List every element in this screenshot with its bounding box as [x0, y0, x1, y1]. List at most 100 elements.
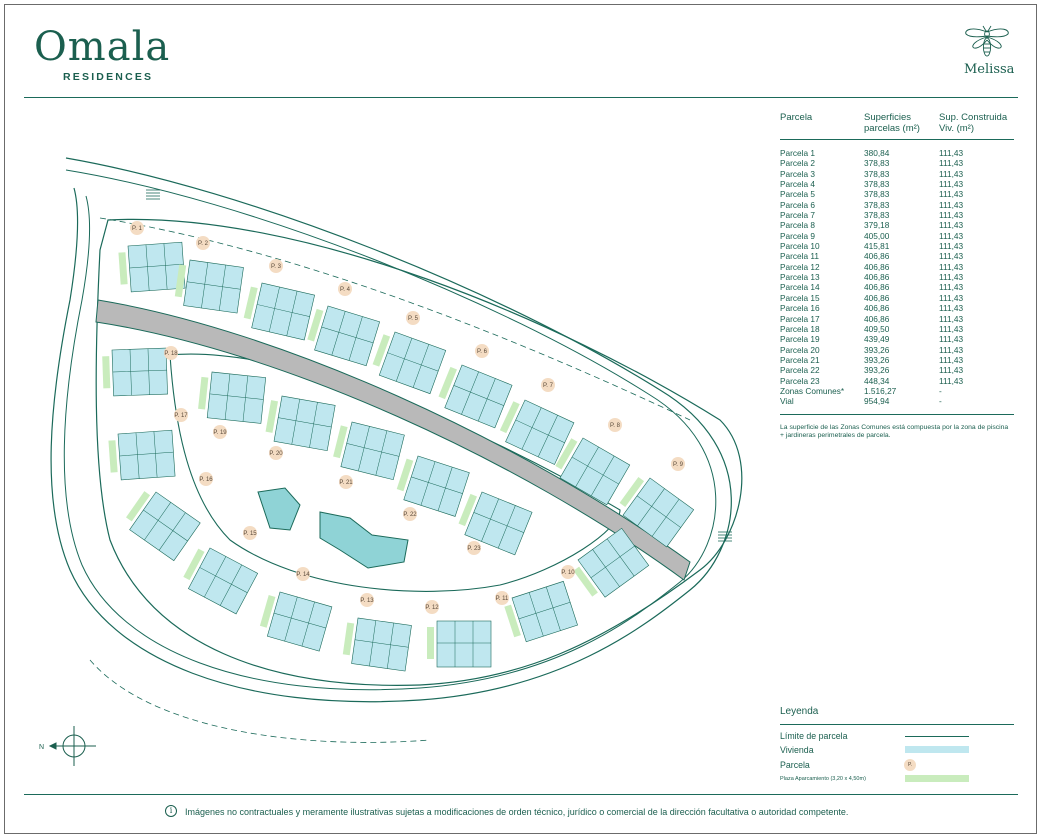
table-cell: Parcela 4: [780, 179, 816, 190]
table-cell: Parcela 6: [780, 199, 816, 210]
table-cell: Parcela 14: [780, 282, 820, 293]
disclaimer: Imágenes no contractuales y meramente il…: [185, 807, 849, 817]
brand-subtitle: RESIDENCES: [63, 71, 154, 83]
house-walls: [590, 538, 635, 587]
parcel-badge: [406, 311, 420, 325]
table-cell: -: [939, 385, 942, 396]
house-footprint: [378, 331, 447, 395]
parcel-badge: [269, 446, 283, 460]
house-walls: [256, 286, 310, 336]
central-road: [95, 299, 691, 581]
header: Omala RESIDENCES Melissa: [0, 0, 1042, 98]
table-cell: 111,43: [939, 210, 964, 221]
table-cell: 378,83: [864, 158, 890, 169]
parcel-label: P. 23: [467, 546, 481, 552]
parcel-label: P. 22: [403, 512, 417, 518]
house-footprint: [187, 547, 259, 615]
info-icon: i: [165, 805, 177, 817]
house-footprint: [351, 617, 412, 672]
house-block: [458, 491, 533, 556]
house-block: [427, 620, 492, 668]
table-cell: 439,49: [864, 334, 890, 345]
house-block: [102, 347, 168, 397]
house-footprint: [183, 259, 244, 314]
house-walls: [209, 373, 264, 422]
house-block: [243, 282, 315, 341]
parcel-label: P. 9: [673, 462, 684, 468]
table-cell: 406,86: [864, 282, 890, 293]
table-cell: 406,86: [864, 261, 890, 272]
house-block: [198, 371, 267, 424]
table-cell: 111,43: [939, 303, 964, 314]
parking-space: [372, 334, 391, 367]
header-divider: [24, 97, 1018, 98]
house-walls: [354, 620, 409, 669]
house-block: [372, 331, 447, 395]
house-block: [396, 455, 470, 517]
parcel-label: P. 10: [561, 570, 575, 576]
parking-space: [118, 252, 128, 285]
page-frame: [4, 4, 1037, 834]
parcel-badge: [467, 541, 481, 555]
house-block: [342, 617, 412, 672]
house-walls: [518, 586, 571, 637]
table-header-parcela: Parcela: [780, 112, 813, 123]
table-cell: Parcela 21: [780, 354, 820, 365]
parking-space: [243, 286, 258, 320]
table-bottom-rule: [780, 414, 1014, 415]
table-cell: 111,43: [939, 220, 964, 231]
table-cell: Parcela 23: [780, 375, 820, 386]
house-footprint: [273, 395, 336, 452]
parking-space: [259, 595, 276, 628]
table-note: La superficie de las Zonas Comunes está …: [780, 424, 1009, 439]
parcel-badge: [425, 600, 439, 614]
table-cell: Parcela 7: [780, 210, 816, 221]
house-footprint: [505, 399, 575, 465]
parcel-label: P. 16: [199, 477, 213, 483]
parcel-label: P. 14: [296, 572, 310, 578]
house-walls: [636, 488, 681, 537]
parcel-label: P. 20: [269, 451, 283, 457]
parcel-badge: [174, 408, 188, 422]
parcel-badge: [608, 418, 622, 432]
table-cell: 111,43: [939, 375, 964, 386]
legend-house-swatch: [905, 746, 969, 753]
table-cell: 111,43: [939, 199, 964, 210]
table-cell: Parcela 9: [780, 230, 816, 241]
road-dashes: [99, 217, 691, 421]
parcel-label: P. 5: [408, 316, 419, 322]
house-footprint: [511, 580, 578, 643]
parking-space: [108, 440, 118, 473]
parcel-badge: [360, 593, 374, 607]
parcel-label: P. 8: [610, 423, 621, 429]
parcel-label: P. 2: [198, 241, 209, 247]
parking-space: [427, 627, 434, 659]
table-cell: 406,86: [864, 292, 890, 303]
table-cell: 406,86: [864, 272, 890, 283]
parcel-badge: [164, 346, 178, 360]
house-footprint: [559, 437, 631, 506]
table-cell: 111,43: [939, 272, 964, 283]
parking-space: [333, 425, 348, 459]
house-block: [108, 429, 176, 481]
table-cell: 111,43: [939, 313, 964, 324]
house-walls: [112, 348, 167, 396]
parking-space: [183, 548, 205, 581]
parcel-label: P. 15: [243, 531, 257, 537]
table-cell: 111,43: [939, 344, 964, 355]
parking-space: [438, 366, 457, 400]
table-cell: 406,86: [864, 313, 890, 324]
table-cell: -: [939, 396, 942, 407]
house-block: [619, 476, 695, 548]
parking-space: [126, 491, 151, 522]
parcel-label: P. 18: [164, 351, 178, 357]
house-block: [333, 421, 405, 481]
